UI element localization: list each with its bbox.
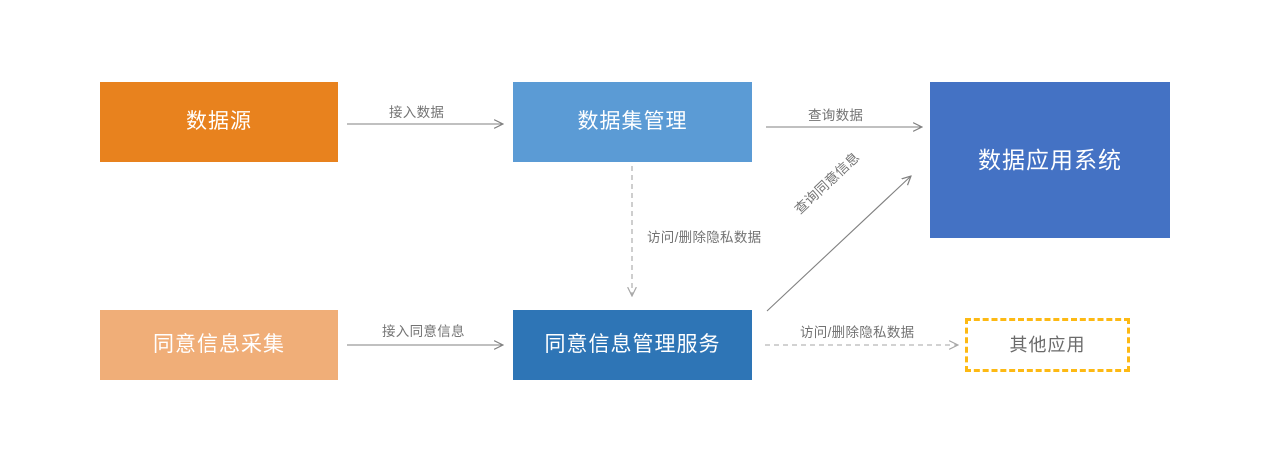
node-data-source[interactable]: 数据源: [100, 82, 338, 162]
node-dataset-management[interactable]: 数据集管理: [513, 82, 752, 162]
node-data-source-label: 数据源: [186, 109, 252, 133]
edge-label-query-consent: 查询同意信息: [791, 149, 863, 217]
node-consent-collection-label: 同意信息采集: [153, 332, 285, 356]
edge-label-query-data: 查询数据: [808, 108, 864, 123]
node-data-application-system-label: 数据应用系统: [978, 146, 1122, 173]
node-consent-collection[interactable]: 同意信息采集: [100, 310, 338, 380]
node-other-application[interactable]: 其他应用: [965, 318, 1130, 372]
node-data-application-system[interactable]: 数据应用系统: [930, 82, 1170, 238]
node-consent-management-service[interactable]: 同意信息管理服务: [513, 310, 752, 380]
edge-query-consent: [766, 176, 911, 312]
node-consent-management-service-label: 同意信息管理服务: [544, 332, 721, 356]
edge-label-access-delete-private-data-vertical: 访问/删除隐私数据: [647, 230, 762, 245]
node-dataset-management-label: 数据集管理: [577, 109, 688, 133]
node-other-application-label: 其他应用: [1009, 334, 1086, 355]
edge-label-access-delete-private-data-bottom: 访问/删除隐私数据: [800, 325, 915, 340]
edge-label-ingest-data: 接入数据: [389, 105, 445, 120]
edge-label-ingest-consent: 接入同意信息: [382, 324, 465, 339]
